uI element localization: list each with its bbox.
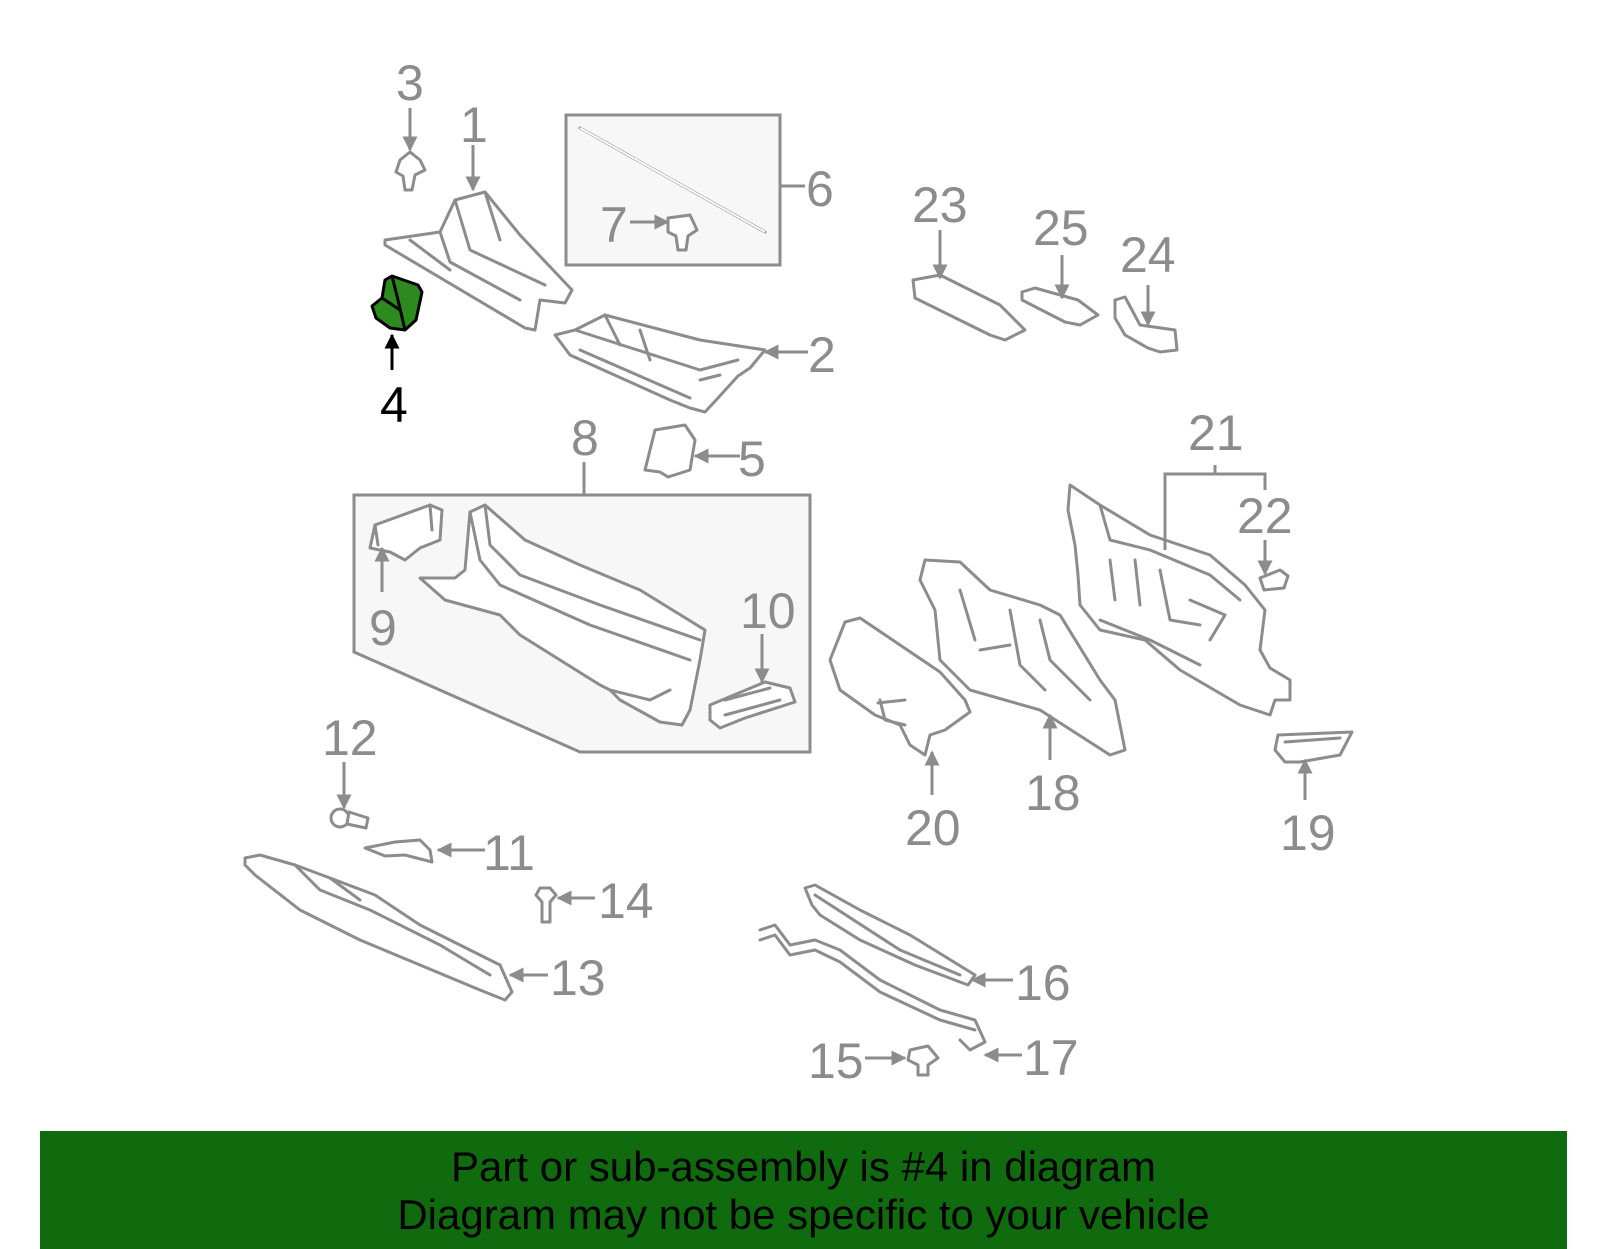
subassembly-box-6 [564, 113, 782, 267]
info-banner: Part or sub-assembly is #4 in diagram Di… [40, 1131, 1567, 1249]
callout-21[interactable]: 21 [1188, 405, 1244, 461]
part-20-insulator[interactable] [828, 616, 972, 757]
part-4-bracket-highlighted[interactable] [370, 274, 424, 332]
callout-9[interactable]: 9 [369, 600, 397, 656]
callout-25[interactable]: 25 [1033, 200, 1089, 256]
part-24-bracket[interactable] [1113, 295, 1179, 354]
callout-11[interactable]: 11 [483, 825, 535, 881]
callout-7[interactable]: 7 [600, 197, 628, 253]
callout-14[interactable]: 14 [598, 873, 654, 929]
parts-diagram: 1 2 3 4 5 6 7 8 9 10 11 12 13 14 15 16 1… [243, 55, 1354, 1089]
part-19-bracket[interactable] [1273, 730, 1354, 764]
callout-15[interactable]: 15 [808, 1033, 864, 1089]
part-7-clip[interactable] [666, 213, 699, 252]
part-15-clip[interactable] [906, 1044, 940, 1077]
part-17-crossmember[interactable] [758, 923, 987, 1052]
part-8-cowl-assembly[interactable] [418, 503, 707, 727]
callout-1[interactable]: 1 [460, 97, 488, 153]
callout-16[interactable]: 16 [1015, 955, 1071, 1011]
callout-3[interactable]: 3 [396, 55, 424, 111]
part-25-bracket[interactable] [1020, 286, 1100, 327]
callout-18[interactable]: 18 [1025, 765, 1081, 821]
part-1-cowl-panel[interactable] [383, 190, 574, 332]
callout-10[interactable]: 10 [740, 583, 796, 639]
callout-24[interactable]: 24 [1120, 227, 1176, 283]
callout-8[interactable]: 8 [571, 410, 599, 466]
part-11-bracket[interactable] [363, 838, 434, 864]
callout-17[interactable]: 17 [1023, 1030, 1079, 1086]
part-16-side-member[interactable] [803, 883, 977, 987]
part-23-bracket[interactable] [911, 273, 1027, 342]
callout-13[interactable]: 13 [550, 950, 606, 1006]
callout-6[interactable]: 6 [806, 161, 834, 217]
part-22-clip[interactable] [1258, 568, 1290, 592]
part-12-bolt[interactable] [329, 807, 370, 830]
callout-2[interactable]: 2 [808, 327, 836, 383]
part-6-weatherstrip[interactable] [578, 126, 767, 234]
callout-22[interactable]: 22 [1237, 488, 1293, 544]
callout-23[interactable]: 23 [912, 177, 968, 233]
part-21-dash-panel[interactable] [1066, 483, 1292, 717]
part-13-cowl-lower[interactable] [243, 853, 514, 1002]
banner-line-disclaimer: Diagram may not be specific to your vehi… [397, 1191, 1210, 1238]
part-5-bracket[interactable] [643, 423, 697, 479]
callout-labels: 1 2 3 4 5 6 7 8 9 10 11 12 13 14 15 16 1… [322, 55, 1336, 1089]
callout-5[interactable]: 5 [738, 431, 766, 487]
banner-line-part-number: Part or sub-assembly is #4 in diagram [451, 1143, 1156, 1190]
part-18-dash-insulator[interactable] [918, 558, 1127, 757]
callout-4[interactable]: 4 [380, 377, 408, 433]
part-2-cowl-upper[interactable] [553, 313, 767, 414]
part-3-clip[interactable] [394, 150, 427, 192]
callout-20[interactable]: 20 [905, 800, 961, 856]
callout-12[interactable]: 12 [322, 710, 378, 766]
callout-19[interactable]: 19 [1280, 805, 1336, 861]
leader-lines [336, 108, 1313, 1066]
part-14-bolt[interactable] [534, 886, 558, 924]
